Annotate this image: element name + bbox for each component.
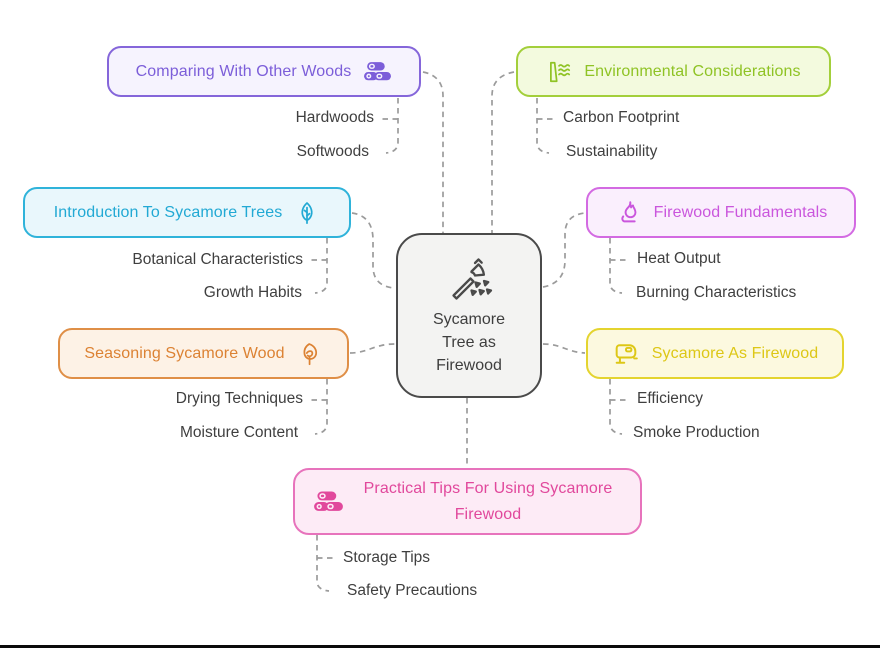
subtopic-safety-precautions[interactable]: Safety Precautions bbox=[347, 582, 478, 599]
topic-label: Sycamore As Firewood bbox=[651, 344, 819, 362]
leaf-icon bbox=[294, 200, 320, 226]
central-topic-title: Sycamore Tree as Firewood bbox=[433, 308, 505, 377]
connector-center-introduction bbox=[351, 212, 395, 289]
connector-center-comparing bbox=[422, 71, 444, 233]
subtopic-drying-techniques[interactable]: Drying Techniques bbox=[175, 390, 303, 407]
central-topic[interactable]: Sycamore Tree as Firewood bbox=[396, 233, 542, 398]
subtopic-botanical-characteristics[interactable]: Botanical Characteristics bbox=[132, 251, 303, 268]
connector-sycamore-firewood-children bbox=[609, 379, 627, 435]
jigsaw-tool-icon bbox=[612, 340, 640, 368]
subtopic-moisture-content[interactable]: Moisture Content bbox=[179, 424, 298, 441]
topic-label: Environmental Considerations bbox=[584, 62, 801, 80]
topic-label: Seasoning Sycamore Wood bbox=[84, 344, 285, 362]
topic-label: Practical Tips For Using Sycamore Firewo… bbox=[363, 479, 613, 523]
subtopic-burning-characteristics[interactable]: Burning Characteristics bbox=[636, 284, 797, 301]
connector-center-fundamentals bbox=[542, 212, 586, 288]
topic-label: Introduction To Sycamore Trees bbox=[53, 203, 283, 221]
connector-comparing-children bbox=[381, 98, 399, 154]
topic-firewood-fundamentals[interactable]: Firewood Fundamentals bbox=[586, 187, 856, 238]
topic-label: Comparing With Other Woods bbox=[135, 62, 352, 80]
logs-icon bbox=[363, 59, 392, 84]
central-title-line: Tree as bbox=[442, 334, 496, 351]
axe-wood-chips-icon bbox=[443, 254, 495, 302]
connector-introduction-children bbox=[310, 238, 328, 294]
connector-environmental-children bbox=[536, 98, 554, 154]
bottom-border-bar bbox=[0, 645, 880, 648]
subtopic-growth-habits[interactable]: Growth Habits bbox=[203, 284, 302, 301]
flame-icon bbox=[615, 199, 642, 226]
subtopic-hardwoods[interactable]: Hardwoods bbox=[295, 109, 374, 126]
subtopic-efficiency[interactable]: Efficiency bbox=[637, 390, 704, 407]
connector-fundamentals-children bbox=[609, 238, 627, 294]
subtopic-softwoods[interactable]: Softwoods bbox=[296, 143, 369, 160]
connector-seasoning-children bbox=[310, 379, 328, 435]
topic-comparing-with-other-woods[interactable]: Comparing With Other Woods bbox=[107, 46, 421, 97]
subtopic-sustainability[interactable]: Sustainability bbox=[566, 143, 658, 160]
central-title-line: Sycamore bbox=[432, 311, 506, 328]
topic-environmental-considerations[interactable]: Environmental Considerations bbox=[516, 46, 831, 97]
subtopic-heat-output[interactable]: Heat Output bbox=[637, 250, 721, 267]
firewood-stack-icon bbox=[313, 488, 344, 515]
connector-center-sycamore-firewood bbox=[542, 343, 586, 354]
seasoning-leaf-icon bbox=[297, 341, 323, 367]
eco-waves-icon bbox=[546, 59, 572, 85]
connector-center-seasoning bbox=[349, 343, 396, 354]
subtopic-carbon-footprint[interactable]: Carbon Footprint bbox=[563, 109, 680, 126]
topic-seasoning-sycamore-wood[interactable]: Seasoning Sycamore Wood bbox=[58, 328, 349, 379]
topic-label: Firewood Fundamentals bbox=[653, 203, 828, 221]
topic-practical-tips-for-using-sycamore-firewood[interactable]: Practical Tips For Using Sycamore Firewo… bbox=[293, 468, 642, 535]
connector-center-environmental bbox=[491, 71, 515, 233]
subtopic-smoke-production[interactable]: Smoke Production bbox=[633, 424, 760, 441]
central-title-line: Firewood bbox=[436, 357, 502, 374]
subtopic-storage-tips[interactable]: Storage Tips bbox=[343, 549, 431, 566]
topic-introduction-to-sycamore-trees[interactable]: Introduction To Sycamore Trees bbox=[23, 187, 351, 238]
topic-sycamore-as-firewood[interactable]: Sycamore As Firewood bbox=[586, 328, 844, 379]
connector-practical-tips-children bbox=[316, 535, 334, 592]
